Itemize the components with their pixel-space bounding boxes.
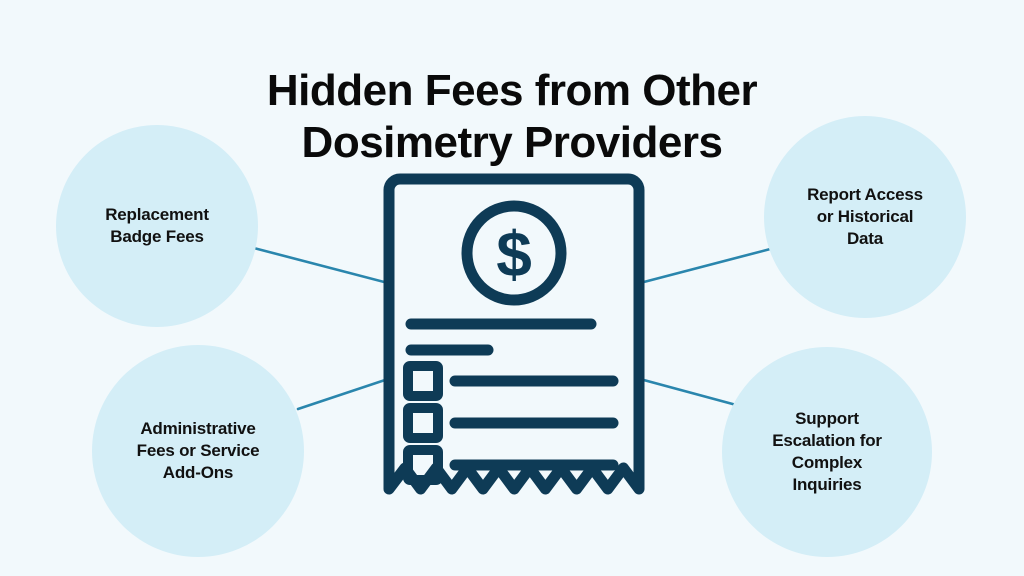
dollar-sign-icon: $ (496, 218, 532, 290)
bubble-support-escalation: Support Escalation for Complex Inquiries (722, 347, 932, 557)
receipt-checkbox-1 (403, 361, 443, 401)
bubble-label-support-escalation: Support Escalation for Complex Inquiries (772, 408, 882, 495)
receipt-outline (383, 173, 645, 495)
page-title: Hidden Fees from Other Dosimetry Provide… (266, 66, 758, 168)
bubble-administrative-fees: Administrative Fees or Service Add-Ons (92, 345, 304, 557)
connector-line-bottom-left (296, 377, 390, 411)
connector-line-bottom-right (638, 377, 742, 408)
bubble-replacement-badge-fees: Replacement Badge Fees (56, 125, 258, 327)
receipt-checkbox-3 (403, 445, 443, 485)
receipt-with-dollar-icon: $ (383, 173, 645, 495)
bubble-label-administrative-fees: Administrative Fees or Service Add-Ons (136, 418, 260, 483)
bubble-label-report-access: Report Access or Historical Data (807, 184, 923, 249)
bubble-label-replacement-badge-fees: Replacement Badge Fees (105, 204, 209, 246)
bubble-report-access: Report Access or Historical Data (764, 116, 966, 318)
receipt-checkbox-2 (403, 403, 443, 443)
connector-line-top-right (638, 245, 780, 285)
dollar-coin-circle (461, 200, 567, 306)
connector-line-top-left (248, 245, 390, 285)
